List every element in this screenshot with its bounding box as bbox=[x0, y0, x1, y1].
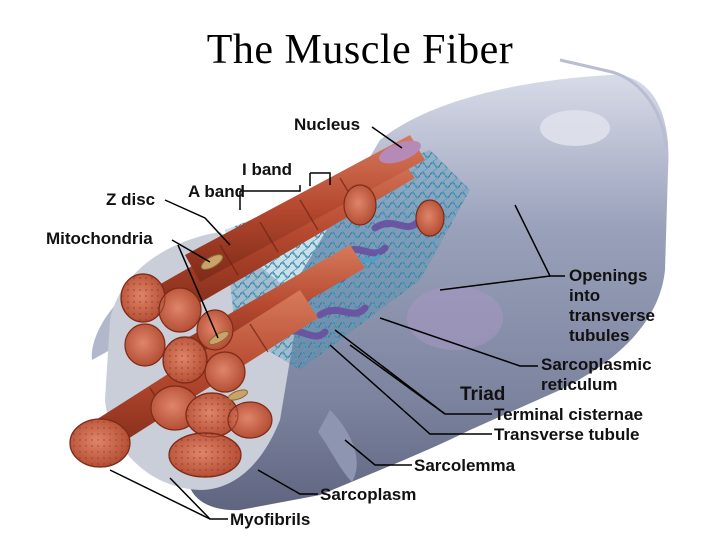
label-openings-line3: transverse bbox=[569, 306, 656, 325]
label-sarcolemma: Sarcolemma bbox=[414, 456, 516, 475]
label-z-disc: Z disc bbox=[106, 190, 156, 209]
label-mitochondria: Mitochondria bbox=[46, 229, 153, 248]
myofibril-cross-sections bbox=[69, 184, 445, 478]
label-terminal-cisternae: Terminal cisternae bbox=[494, 405, 643, 424]
label-openings-line1: Openings bbox=[569, 266, 648, 285]
label-i-band: I band bbox=[242, 160, 293, 179]
label-sr-line2: reticulum bbox=[541, 375, 618, 394]
label-nucleus: Nucleus bbox=[294, 115, 361, 134]
label-sr-line1: Sarcoplasmic bbox=[541, 355, 652, 374]
leader-lines bbox=[109, 126, 565, 520]
mitochondria bbox=[200, 254, 248, 401]
label-openings-line2: into bbox=[569, 286, 601, 305]
sarcolemma-sleeve bbox=[91, 58, 669, 511]
label-openings-line4: tubules bbox=[569, 326, 630, 345]
slide-title: The Muscle Fiber bbox=[206, 27, 514, 73]
label-myofibrils: Myofibrils bbox=[230, 510, 311, 529]
nucleus-shape bbox=[379, 140, 421, 164]
label-sarcoplasm: Sarcoplasm bbox=[320, 485, 417, 504]
label-a-band: A band bbox=[188, 182, 245, 201]
label-triad: Triad bbox=[460, 384, 506, 405]
label-transverse-tubule: Transverse tubule bbox=[494, 425, 640, 444]
